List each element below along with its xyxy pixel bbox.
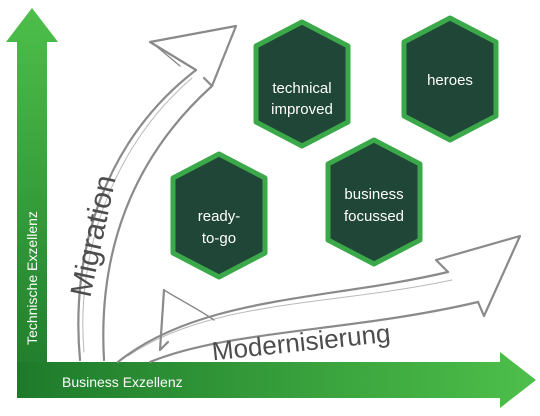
- modernisierung-arrow: [116, 234, 522, 364]
- hex-technical-improved: technical improved: [253, 19, 351, 149]
- hex-technical-improved-line1: technical: [272, 80, 331, 97]
- hex-ready-to-go-line2: to-go: [202, 230, 236, 247]
- hex-ready-to-go: ready- to-go: [170, 151, 268, 280]
- y-axis-label: Technische Exzellenz: [24, 211, 40, 345]
- hex-technical-improved-line2: improved: [271, 101, 333, 118]
- hex-business-focussed: business focussed: [325, 137, 423, 267]
- hex-heroes: heroes: [401, 15, 499, 143]
- x-axis-label: Business Exzellenz: [62, 374, 183, 390]
- migration-arrow: [77, 24, 238, 362]
- modernisierung-label: Modernisierung: [210, 318, 391, 367]
- y-axis: Technische Exzellenz: [6, 8, 58, 392]
- hex-business-focussed-line1: business: [344, 186, 403, 203]
- x-axis: Business Exzellenz: [17, 352, 536, 408]
- hex-business-focussed-line2: focussed: [344, 208, 404, 225]
- y-axis-arrow: [6, 8, 58, 392]
- migration-label: Migration: [65, 172, 123, 300]
- hex-heroes-line1: heroes: [427, 72, 473, 89]
- hex-ready-to-go-line1: ready-: [198, 208, 241, 225]
- x-axis-arrow: [17, 352, 536, 408]
